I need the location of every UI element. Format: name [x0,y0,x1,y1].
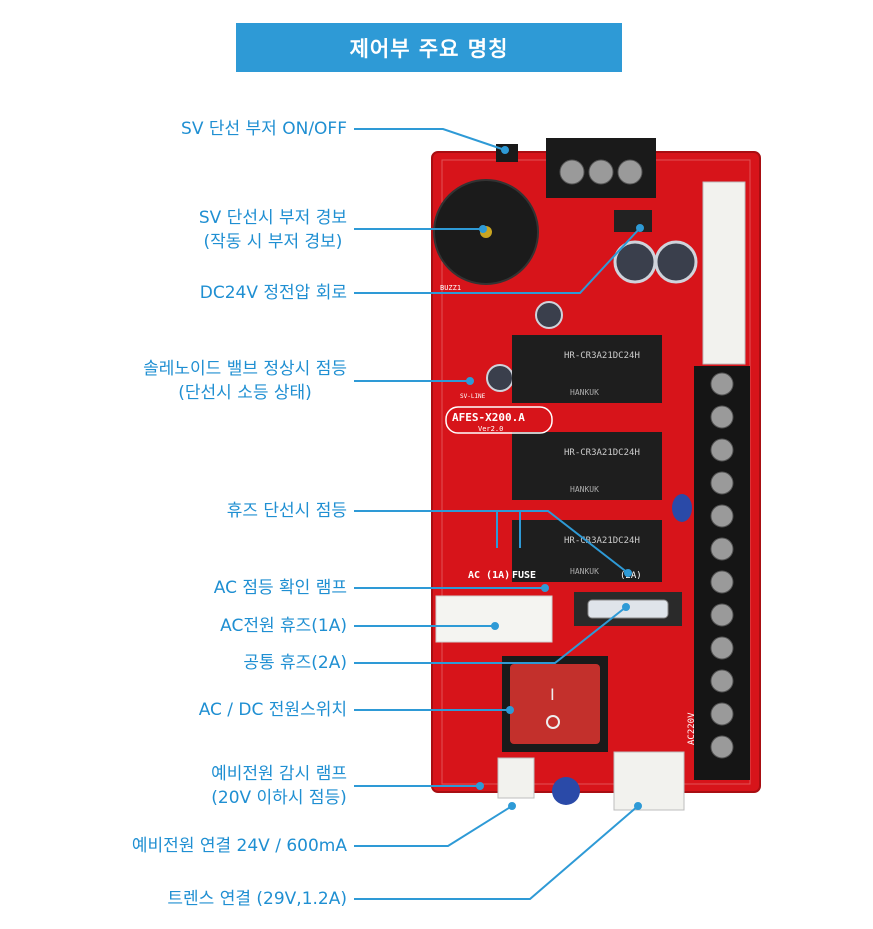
relay-2-brand: HANKUK [570,485,599,494]
label-solenoid-line2: (단선시 소등 상태) [178,383,312,403]
label-backup-connect: 예비전원 연결 24V / 600mA [131,836,347,856]
leader-sv-buzzer [354,128,506,151]
leader-common-fuse [354,606,627,664]
label-sv-alarm-block: SV 단선시 부저 경보 (작동 시 부저 경보) [199,206,347,254]
model-label-frame [445,406,553,434]
relay-2 [512,432,662,500]
page-title: 제어부 주요 명칭 [349,36,509,61]
regulator [614,210,652,232]
leader-fuse-blown [354,510,629,574]
ac-fuse [435,595,553,643]
label-sv-buzzer-switch: SV 단선 부저 ON/OFF [181,119,347,139]
fuse-2a-text: (2A) [620,571,642,581]
leader-dc24 [354,227,641,294]
side-connector [702,181,746,365]
ac220v-text: AC220V [687,712,697,745]
terminal-block-top [546,138,656,198]
leader-transformer [354,805,639,900]
terminal-block-side [694,366,750,780]
buzz-text: BUZZ1 [440,284,461,292]
relay-1-label: HR-CR3A21DC24H [564,351,640,361]
label-backup-monitor-line1: 예비전원 감시 램프 [211,764,347,784]
buzzer [433,179,539,285]
sv-line-text: SV-LINE [460,393,486,400]
label-solenoid-block: 솔레노이드 밸브 정상시 점등 (단선시 소등 상태) [143,357,347,405]
ac-1a-text: AC (1A) [468,570,510,581]
power-switch: I [502,656,608,752]
fuse-text: FUSE [512,570,536,581]
label-transformer: 트렌스 연결 (29V,1.2A) [167,889,347,909]
relay-3-brand: HANKUK [570,567,599,576]
label-sv-alarm-line1: SV 단선시 부저 경보 [198,208,347,228]
label-ac-lamp: AC 점등 확인 램프 [213,578,347,598]
backup-connector [497,757,535,799]
title-banner: 제어부 주요 명칭 [236,23,622,72]
leader-backup-connect [354,805,513,847]
blue-capacitor [552,777,580,805]
label-solenoid-line1: 솔레노이드 밸브 정상시 점등 [143,359,347,379]
capacitor [486,364,514,392]
label-fuse-blown: 휴즈 단선시 점등 [226,501,347,521]
label-ac-fuse: AC전원 휴즈(1A) [220,616,347,636]
relay-1 [512,335,662,403]
transformer-connector [613,751,685,811]
relay-3 [512,520,662,582]
capacitor [654,240,698,284]
svg-text:I: I [550,685,555,704]
label-dc24-regulator: DC24V 정전압 회로 [199,283,347,303]
label-common-fuse: 공통 휴즈(2A) [243,653,347,673]
model-text: AFES-X200.A [452,411,525,424]
label-backup-monitor-line2: (20V 이하시 점등) [211,788,347,808]
relay-2-label: HR-CR3A21DC24H [564,448,640,458]
blue-capacitor-small [672,494,692,522]
relay-1-brand: HANKUK [570,388,599,397]
label-backup-monitor-block: 예비전원 감시 램프 (20V 이하시 점등) [211,762,347,810]
version-text: Ver2.0 [478,425,503,433]
label-power-switch: AC / DC 전원스위치 [198,700,347,720]
capacitor [535,301,563,329]
relay-3-label: HR-CR3A21DC24H [564,536,640,546]
label-sv-alarm-line2: (작동 시 부저 경보) [203,232,343,252]
